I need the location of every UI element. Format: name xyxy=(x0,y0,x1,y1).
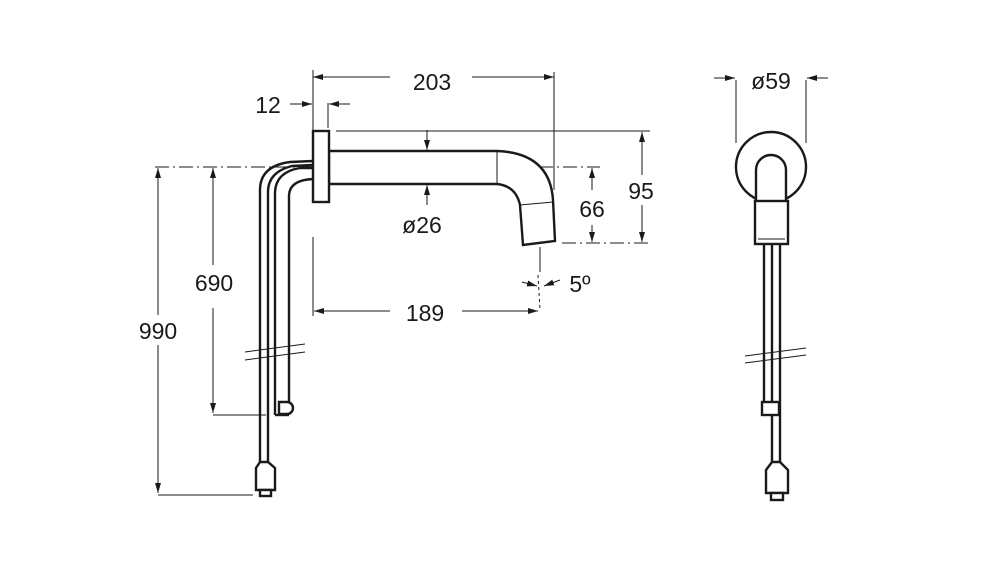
dim-990: 990 xyxy=(139,318,177,344)
dim-203: 203 xyxy=(413,69,451,95)
hose-short-outer xyxy=(273,166,313,415)
hose-connector-front xyxy=(764,460,790,495)
hose-short-inner xyxy=(287,177,314,415)
hose-fitting xyxy=(277,400,295,416)
spout xyxy=(327,149,557,247)
dimensions: 203 12 ø26 95 66 5º 189 690 990 xyxy=(139,69,654,496)
front-view: ø59 xyxy=(714,68,828,502)
hose-fitting-front xyxy=(760,400,781,417)
spout-front xyxy=(754,153,788,204)
dim-5deg: 5º xyxy=(569,271,591,297)
hose-long-inner xyxy=(266,163,314,462)
dim-66: 66 xyxy=(579,196,605,222)
spout-end-front xyxy=(753,199,790,246)
dim-o59: ø59 xyxy=(751,68,791,94)
side-view xyxy=(155,129,600,498)
hose-connector xyxy=(254,460,277,492)
dim-189: 189 xyxy=(406,300,444,326)
hose-long-outer xyxy=(258,159,314,462)
dim-95: 95 xyxy=(628,178,654,204)
dim-690: 690 xyxy=(195,270,233,296)
dim-o26: ø26 xyxy=(402,212,442,238)
flange xyxy=(311,129,331,204)
dim-12: 12 xyxy=(255,92,281,118)
hose-nipple xyxy=(258,488,273,498)
